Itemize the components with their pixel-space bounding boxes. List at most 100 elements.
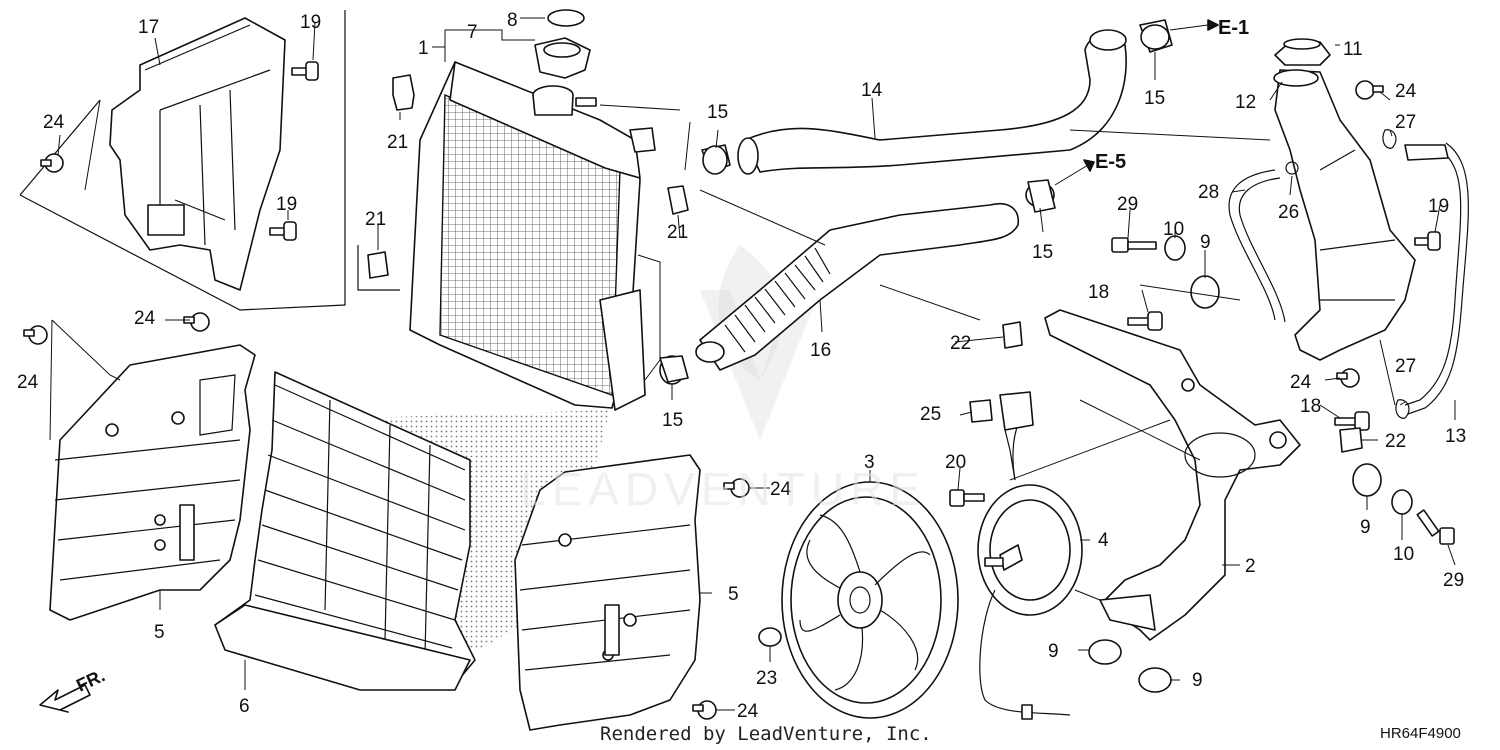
callout-4: 4 bbox=[1098, 530, 1109, 551]
callout-19-b: 19 bbox=[276, 194, 297, 215]
grommet-24-g bbox=[1336, 368, 1360, 388]
grommet-9-upper bbox=[1190, 275, 1220, 309]
nut-23 bbox=[758, 627, 782, 647]
bolt-19-lower bbox=[269, 221, 297, 241]
hose-28 bbox=[1228, 169, 1286, 323]
callout-2: 2 bbox=[1245, 556, 1256, 577]
clip-22-upper bbox=[1002, 321, 1023, 349]
clamp-27-top bbox=[1382, 129, 1397, 149]
connector-25 bbox=[969, 399, 993, 423]
callout-19-c: 19 bbox=[1428, 196, 1449, 217]
bolt-18-lower bbox=[1334, 411, 1370, 431]
callout-17: 17 bbox=[138, 17, 159, 38]
callout-8: 8 bbox=[507, 10, 518, 31]
clamp-15-a bbox=[701, 144, 731, 175]
collar-10-lower bbox=[1391, 489, 1413, 515]
callout-15-b: 15 bbox=[1144, 88, 1165, 109]
callout-labels: 1 2 3 4 5 5 6 7 8 9 9 9 9 10 10 11 12 13… bbox=[17, 10, 1466, 722]
callout-19-a: 19 bbox=[300, 12, 321, 33]
callout-15-c: 15 bbox=[1032, 242, 1053, 263]
callout-24-c: 24 bbox=[17, 372, 39, 393]
callout-26: 26 bbox=[1278, 202, 1299, 223]
grommet-24-a bbox=[40, 153, 64, 173]
callout-10-b: 10 bbox=[1393, 544, 1414, 565]
callout-21-c: 21 bbox=[667, 222, 688, 243]
callout-28: 28 bbox=[1198, 182, 1219, 203]
clip-21-top bbox=[392, 74, 415, 111]
callout-24-e: 24 bbox=[737, 701, 759, 722]
callout-15-d: 15 bbox=[662, 410, 683, 431]
hose-fitting-13 bbox=[1404, 144, 1449, 161]
callout-9-b: 9 bbox=[1360, 517, 1371, 538]
callout-14: 14 bbox=[861, 80, 883, 101]
bracket-17 bbox=[19, 10, 346, 311]
hose-14 bbox=[737, 29, 1127, 175]
callout-24-g: 24 bbox=[1290, 372, 1312, 393]
shroud-left-5 bbox=[49, 344, 256, 621]
callout-7: 7 bbox=[467, 22, 478, 43]
reference-arrow-e1: E-1 bbox=[1169, 17, 1249, 39]
callout-6: 6 bbox=[239, 696, 250, 717]
callout-5-right: 5 bbox=[728, 584, 739, 605]
reservoir-tank-12 bbox=[1273, 69, 1416, 361]
clamp-15-b bbox=[1139, 19, 1173, 53]
callout-10-a: 10 bbox=[1163, 219, 1184, 240]
callout-25: 25 bbox=[920, 404, 941, 425]
clamp-15-c bbox=[1025, 179, 1056, 213]
callout-9-a: 9 bbox=[1200, 232, 1211, 253]
callout-27-a: 27 bbox=[1395, 112, 1416, 133]
clip-22-lower bbox=[1339, 427, 1363, 453]
callout-9-d: 9 bbox=[1192, 670, 1203, 691]
hose-16 bbox=[695, 203, 1019, 371]
grommet-9-bottom-a bbox=[1088, 639, 1122, 665]
fan-bracket-2 bbox=[1044, 309, 1301, 641]
hose-13 bbox=[1404, 142, 1469, 415]
callout-11: 11 bbox=[1343, 39, 1363, 60]
radiator-1 bbox=[409, 61, 656, 411]
grommet-24-f bbox=[1355, 80, 1384, 100]
callout-15-a: 15 bbox=[707, 102, 728, 123]
radiator-cap-7 bbox=[534, 37, 591, 79]
callout-24-a: 24 bbox=[43, 112, 65, 133]
reservoir-cap-11 bbox=[1274, 38, 1331, 66]
callout-9-c: 9 bbox=[1048, 641, 1059, 662]
callout-18-a: 18 bbox=[1088, 282, 1109, 303]
callout-22-b: 22 bbox=[1385, 431, 1406, 452]
callout-21-b: 21 bbox=[365, 209, 386, 230]
fan-motor-4 bbox=[977, 419, 1083, 720]
callout-23: 23 bbox=[756, 668, 777, 689]
bolt-19-upper bbox=[291, 61, 319, 81]
bolt-20 bbox=[949, 489, 985, 507]
grommet-9-right bbox=[1352, 463, 1382, 497]
grommet-24-e bbox=[692, 700, 717, 720]
grommet-24-b bbox=[23, 325, 48, 345]
callout-1: 1 bbox=[418, 38, 429, 59]
callout-24-d: 24 bbox=[770, 479, 792, 500]
bolt-29-lower bbox=[1416, 509, 1455, 545]
callout-24-b: 24 bbox=[134, 308, 156, 329]
callout-3: 3 bbox=[864, 452, 875, 473]
clamp-15-d bbox=[659, 355, 689, 385]
bolt-18-upper bbox=[1127, 311, 1163, 331]
clamp-26 bbox=[1285, 161, 1299, 175]
clip-21-right bbox=[667, 185, 689, 215]
callout-27-b: 27 bbox=[1395, 356, 1416, 377]
callout-29-b: 29 bbox=[1443, 570, 1464, 591]
grommet-9-bottom-b bbox=[1138, 667, 1172, 693]
front-indicator: FR. bbox=[39, 665, 108, 713]
callout-13: 13 bbox=[1445, 426, 1466, 447]
clip-21-left bbox=[357, 245, 400, 291]
grommet-24-c bbox=[183, 312, 210, 332]
watermark-text: LEADVENTURE bbox=[520, 463, 926, 515]
grommet-24-d bbox=[723, 478, 750, 498]
diagram-code: HR64F4900 bbox=[1380, 725, 1461, 742]
leader-lines bbox=[49, 17, 1456, 711]
callout-16: 16 bbox=[810, 340, 831, 361]
shroud-right-5 bbox=[514, 454, 701, 731]
callout-12: 12 bbox=[1235, 92, 1256, 113]
callout-5-left: 5 bbox=[154, 622, 165, 643]
callout-18-b: 18 bbox=[1300, 396, 1321, 417]
svg-text:E-1: E-1 bbox=[1218, 17, 1249, 39]
bolt-19-right bbox=[1414, 231, 1441, 251]
